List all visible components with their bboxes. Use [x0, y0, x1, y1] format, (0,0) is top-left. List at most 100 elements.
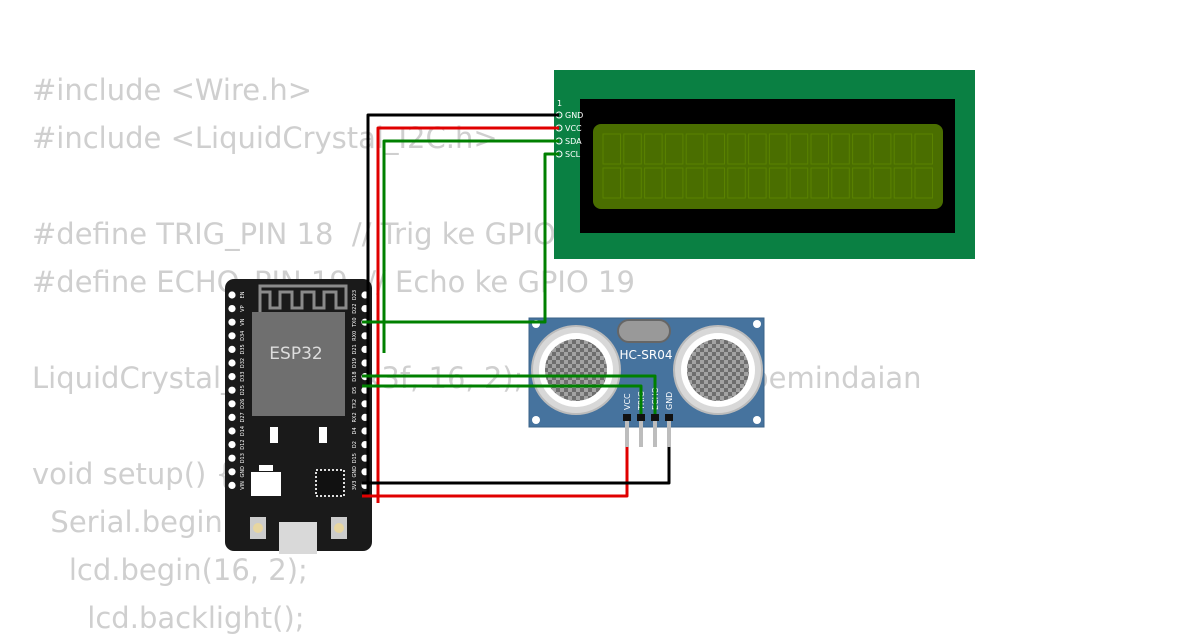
esp32-pin-label: D25	[240, 385, 246, 395]
lcd-cell	[623, 133, 642, 165]
mount-hole	[753, 320, 761, 328]
esp32-pin-label: D19	[352, 358, 358, 368]
esp32-pin-vn[interactable]	[228, 318, 236, 326]
lcd-pin-label: SDA	[565, 137, 582, 146]
esp32-pin-d27[interactable]	[228, 413, 236, 421]
voltage-regulator	[251, 472, 281, 496]
lcd-cell	[685, 167, 705, 199]
esp32-pin-en[interactable]	[228, 291, 236, 299]
esp32-pin-label: RX0	[352, 331, 358, 341]
sensor-pin-echo[interactable]	[653, 421, 657, 447]
esp32-pin-d33[interactable]	[228, 373, 236, 381]
esp32-pin-label: D22	[352, 303, 358, 313]
mount-hole	[753, 416, 761, 424]
wire-lcd-gnd	[362, 113, 559, 495]
esp32-pin-label: GND	[352, 466, 358, 478]
esp32-pin-d35[interactable]	[228, 345, 236, 353]
lcd-cell	[872, 133, 892, 165]
sensor-pin-label: VCC	[623, 393, 632, 410]
sensor-pin-trig[interactable]	[639, 421, 643, 447]
code-line: #include <Wire.h>	[32, 73, 313, 107]
sensor-pin-gnd[interactable]	[667, 421, 671, 447]
sensor-header-gnd	[665, 414, 673, 421]
sensor-label: HC-SR04	[620, 348, 673, 362]
esp32-pin-label: D12	[240, 439, 246, 449]
regulator-tab	[259, 465, 273, 471]
lcd-cell	[602, 133, 621, 165]
wire-lcd-scl	[362, 152, 559, 324]
usb-chip	[315, 469, 345, 497]
lcd-cell	[706, 133, 725, 165]
lcd-cell	[644, 167, 663, 199]
esp32-board[interactable]: ESP32 ENVPVND34D35D32D33D25D26D27D14D12D…	[225, 279, 372, 554]
lcd-cell	[914, 167, 933, 199]
lcd-cell	[831, 133, 850, 165]
lcd-cell	[914, 133, 933, 165]
lcd-pin-label: VCC	[565, 124, 582, 133]
lcd-cell	[852, 133, 871, 165]
chip-component	[270, 427, 278, 443]
esp32-pin-d14[interactable]	[228, 427, 236, 435]
esp32-pin-d13[interactable]	[228, 454, 236, 462]
esp32-pin-label: D15	[352, 453, 358, 463]
mount-hole	[532, 416, 540, 424]
esp32-pin-d34[interactable]	[228, 332, 236, 340]
esp32-pin-label: RX2	[352, 412, 358, 422]
lcd-cell	[893, 167, 913, 199]
lcd-cell	[789, 167, 809, 199]
esp32-pin-label: D26	[240, 399, 246, 409]
code-line: #define TRIG_PIN 18 // Trig ke GPIO 18	[32, 217, 603, 251]
esp32-pin-vp[interactable]	[228, 305, 236, 313]
wire-sensor-gnd	[362, 447, 671, 485]
esp32-pin-label: VIN	[240, 481, 246, 490]
esp32-pin-d12[interactable]	[228, 441, 236, 449]
esp32-pin-label: D5	[352, 387, 358, 394]
lcd-cell	[602, 167, 621, 199]
esp32-pin-label: D27	[240, 412, 246, 422]
esp32-pin-label: GND	[240, 466, 246, 478]
esp32-pin-label: EN	[240, 291, 246, 298]
antenna-trace	[258, 284, 348, 314]
lcd-cell	[727, 133, 746, 165]
lcd-cell	[768, 167, 788, 199]
esp32-pin-gnd[interactable]	[228, 468, 236, 476]
boot-button-cap	[334, 523, 344, 533]
lcd-cell	[685, 133, 705, 165]
esp32-pin-label: D34	[240, 331, 246, 341]
esp32-pin-label: D23	[352, 290, 358, 300]
sensor-pin-vcc[interactable]	[625, 421, 629, 447]
wire-lcd-sda	[382, 139, 559, 353]
sensor-header-vcc	[623, 414, 631, 421]
esp32-pin-label: D33	[240, 371, 246, 381]
esp32-pin-d25[interactable]	[228, 386, 236, 394]
lcd-cell	[748, 133, 767, 165]
lcd-pin1-label: 1	[557, 99, 562, 108]
lcd-cell	[706, 167, 725, 199]
esp32-pin-label: D35	[240, 344, 246, 354]
micro-usb-port[interactable]	[279, 522, 317, 554]
esp32-pin-label: D4	[352, 427, 358, 434]
lcd-character-grid	[602, 133, 933, 199]
code-line: lcd.backlight();	[32, 601, 305, 635]
esp32-pin-label: D14	[240, 426, 246, 436]
esp32-pin-vin[interactable]	[228, 481, 236, 489]
sensor-pin-label: GND	[665, 392, 674, 410]
lcd-screen	[593, 124, 943, 209]
esp32-pin-d26[interactable]	[228, 400, 236, 408]
esp32-pin-d32[interactable]	[228, 359, 236, 367]
lcd-cell	[872, 167, 892, 199]
lcd-cell	[664, 167, 684, 199]
esp32-pin-label: VN	[240, 318, 246, 325]
lcd-cell	[664, 133, 684, 165]
sensor-header-trig	[637, 414, 645, 421]
sensor-header-echo	[651, 414, 659, 421]
lcd-pin-label: GND	[565, 111, 583, 120]
lcd-cell	[810, 133, 829, 165]
lcd-cell	[810, 167, 829, 199]
transducer-right	[673, 325, 763, 415]
esp32-pin-label: TX2	[352, 399, 358, 410]
en-button-cap	[253, 523, 263, 533]
chip-component	[319, 427, 327, 443]
